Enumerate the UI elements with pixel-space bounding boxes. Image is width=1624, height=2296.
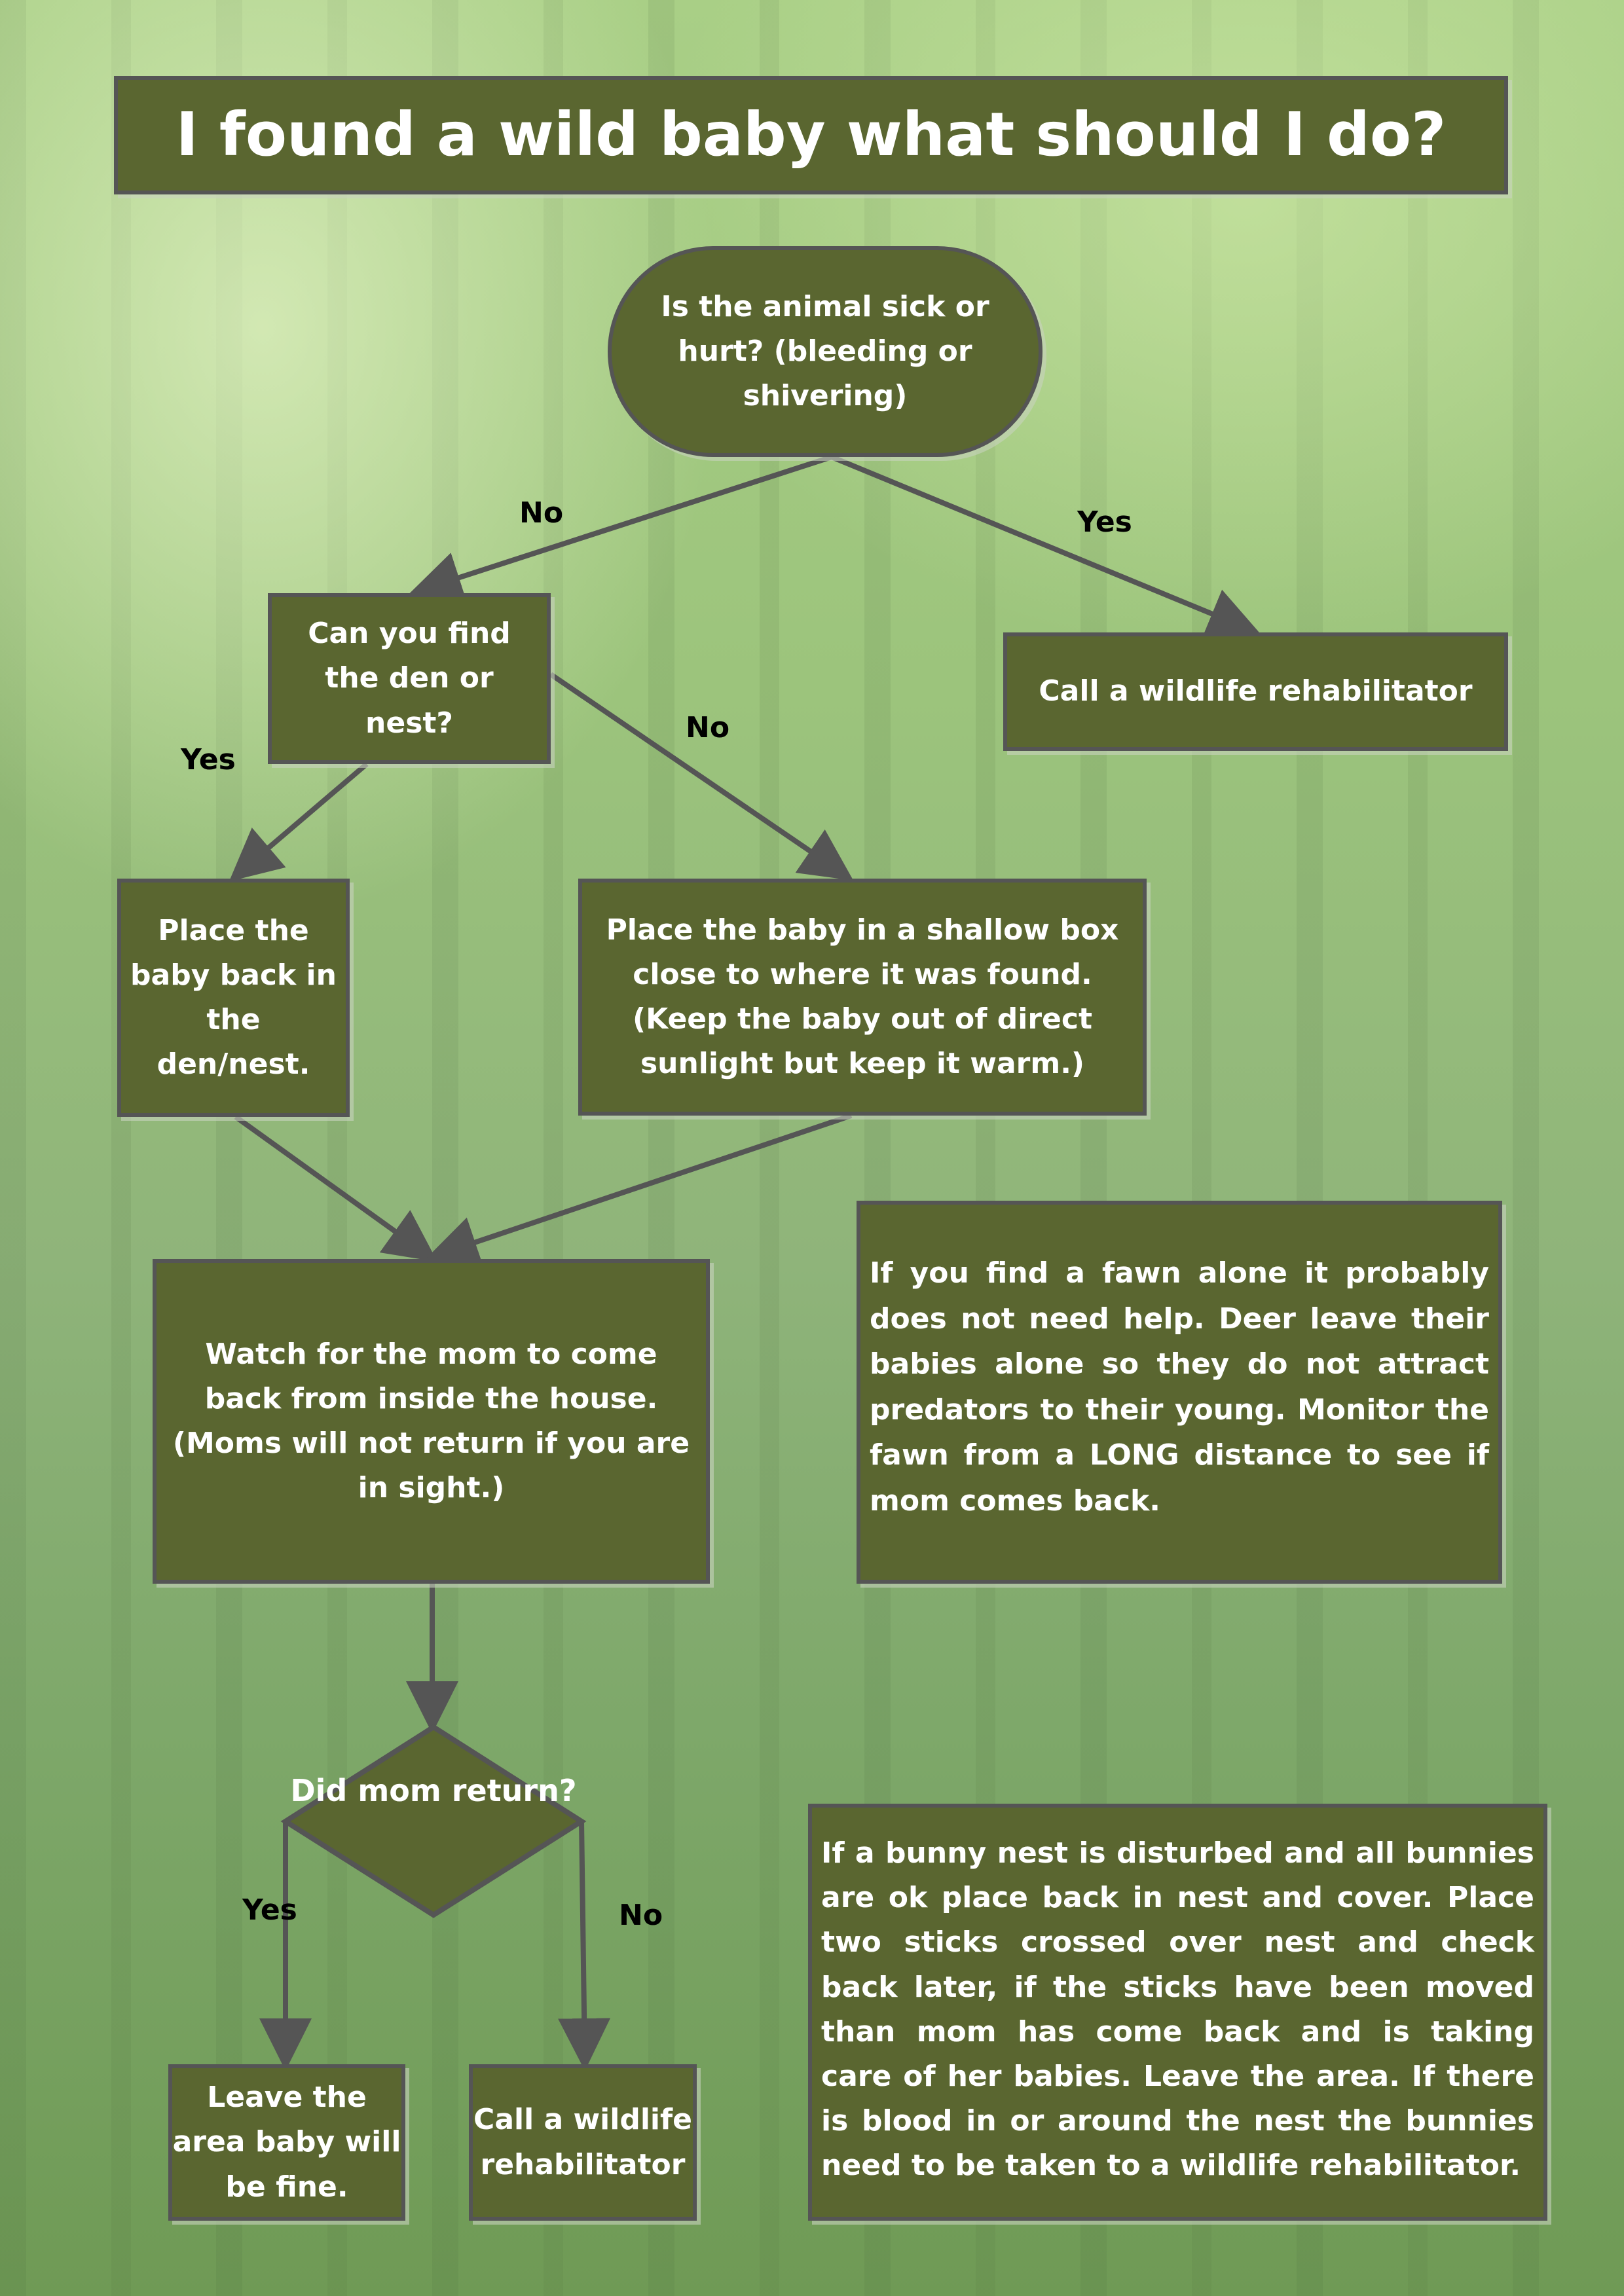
arrow-box-watch (425, 1113, 853, 1267)
find-den-node: Can you find the den or nest? (268, 593, 551, 764)
bunny-note: If a bunny nest is disturbed and all bun… (808, 1804, 1547, 2221)
place-back-node: Place the baby back in the den/nest. (117, 879, 350, 1117)
edge-label-den-yes: Yes (181, 743, 236, 776)
did-mom-return-label: Did mom return? (290, 1773, 577, 1808)
edge-label-den-no: No (686, 711, 730, 744)
edge-label-mom-yes: Yes (242, 1893, 297, 1927)
arrow-placeback-watch (234, 1114, 437, 1262)
edge-label-sick-yes: Yes (1077, 505, 1132, 539)
decision-diamond (280, 1724, 587, 1918)
shallow-box-node: Place the baby in a shallow box close to… (578, 879, 1147, 1116)
edge-label-mom-no: No (619, 1899, 663, 1932)
edge-label-sick-no: No (519, 496, 564, 530)
start-node-sick-or-hurt: Is the animal sick or hurt? (bleeding or… (608, 246, 1043, 457)
arrow-den-yes (229, 761, 369, 882)
fawn-note: If you find a fawn alone it probably doe… (857, 1201, 1502, 1584)
call-rehabilitator-top: Call a wildlife rehabilitator (1003, 632, 1508, 751)
page-title: I found a wild baby what should I do? (114, 76, 1508, 194)
arrow-den-no (549, 672, 854, 881)
watch-mom-node: Watch for the mom to come back from insi… (153, 1259, 710, 1584)
arrow-sick-yes (830, 454, 1261, 638)
arrow-mom-no (558, 1821, 611, 2071)
arrow-sick-no (409, 454, 833, 603)
call-rehabilitator-bottom: Call a wildlife rehabilitator (469, 2064, 697, 2221)
leave-area-node: Leave the area baby will be fine. (168, 2064, 405, 2221)
